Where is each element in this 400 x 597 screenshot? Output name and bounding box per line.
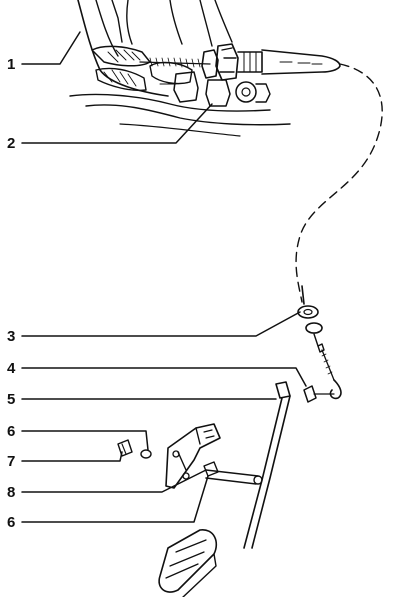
cable-grommet-assembly xyxy=(297,285,342,400)
accelerator-cable xyxy=(295,63,383,303)
callout-2: 2 xyxy=(7,135,15,152)
callout-4: 4 xyxy=(7,360,16,377)
callout-6b: 6 xyxy=(7,514,15,531)
callout-8: 8 xyxy=(7,484,15,501)
throttle-cable-assembly xyxy=(69,0,341,137)
callout-5: 5 xyxy=(7,391,15,408)
callout-1: 1 xyxy=(7,56,15,73)
callout-3: 3 xyxy=(7,328,15,345)
callout-7: 7 xyxy=(7,453,15,470)
accelerator-pedal-assembly xyxy=(117,381,335,597)
leader-lines xyxy=(21,31,307,523)
callout-6: 6 xyxy=(7,423,15,440)
